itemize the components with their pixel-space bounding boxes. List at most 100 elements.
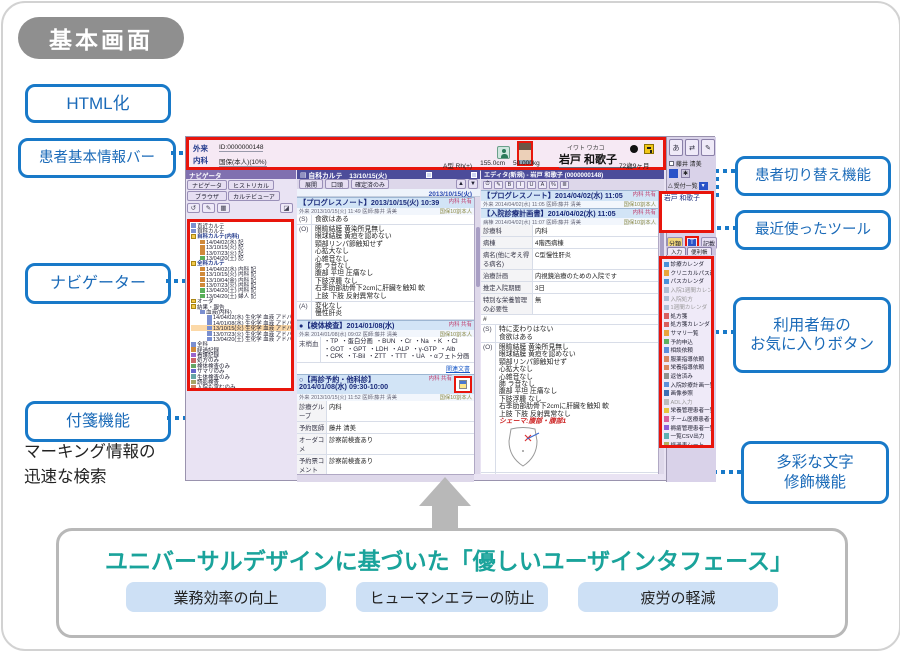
item-icon (191, 358, 196, 363)
related-documents-link[interactable]: 関連文書 (446, 367, 470, 373)
favorite-tool-item[interactable]: 入院診療計画一覧 (662, 380, 711, 389)
favorite-tool-item[interactable]: 栄養管理患者一覧 (662, 406, 711, 415)
assessment-block: 変化なし 慢性肝炎 (496, 473, 658, 474)
italic-button[interactable]: I (516, 181, 525, 189)
favorite-tool-item[interactable]: 栄養指導依頼 (662, 363, 711, 372)
tab-confirmed-only[interactable]: 確定済のみ (351, 179, 389, 189)
chart-vertical-scrollbar[interactable] (474, 197, 480, 474)
favorite-tool-item-label: 診療カレンダ (671, 260, 705, 268)
tab-browser[interactable]: ブラウザ (187, 191, 227, 201)
lab-test-item: ・Na (414, 338, 428, 345)
soap-s-text: 食欲はある (312, 215, 474, 224)
visit-type-label: 外来 (193, 143, 208, 154)
favorite-tool-item[interactable]: 返信済み (662, 372, 711, 381)
favorite-tool-item-label: 処方箋カレンダ (671, 320, 710, 328)
tab-karte-viewer[interactable]: カルテビューア (228, 191, 280, 201)
favorite-tool-item[interactable]: ADL入力 (662, 398, 711, 407)
item-icon (191, 369, 196, 374)
corner-fold-icon[interactable]: ◪ (280, 203, 293, 213)
lab-test-item: ・LDH (369, 346, 388, 353)
favorite-tool-item-label: 処方箋 (671, 312, 688, 320)
checkbox[interactable] (669, 161, 674, 166)
navigator-tree-item[interactable]: 行動制限のみ (191, 390, 291, 391)
favorite-tool-item[interactable]: 処方箋カレンダ (662, 320, 711, 329)
gear-icon[interactable]: ✱ (681, 169, 690, 178)
dotted-connector (166, 279, 185, 283)
lab-test-item: ・αフェト分画 (428, 353, 469, 360)
lab-test-item: ・GPT (347, 346, 366, 353)
favorite-tool-item[interactable]: クリニカルパス適用 (662, 269, 711, 278)
favorite-tool-item[interactable]: 服薬指導依頼 (662, 355, 711, 364)
underline-button[interactable]: U (527, 181, 536, 189)
favorite-tool-item[interactable]: チーム医療患者一覧 (662, 415, 711, 424)
entry-header[interactable]: ○【再診予約・他科診】 2014/01/08(水) 09:30-10:00 内科… (297, 374, 474, 394)
favorite-tool-item-label: 経過表シート (671, 441, 705, 448)
sticky-note-icon[interactable] (459, 380, 467, 389)
entry-header[interactable]: 【プログレスノート】2013/10/15(火) 10:39 内科 共有 (297, 197, 474, 208)
favorite-tool-item[interactable]: 予約申込 (662, 337, 711, 346)
zoom-button[interactable]: % (549, 181, 558, 189)
folder-icon (191, 261, 196, 266)
up-arrow-icon (419, 477, 471, 506)
care-plan-field: 診療科内科 (481, 225, 658, 237)
dotted-connector (715, 330, 733, 334)
tab-verbal[interactable]: 口頭 (325, 179, 349, 189)
patient-profile-icon[interactable] (497, 146, 510, 159)
favorite-tool-item[interactable]: 診療カレンダ (662, 260, 711, 269)
favorite-tool-item[interactable]: 経過表シート (662, 440, 711, 448)
panel-control-icon[interactable] (471, 172, 477, 178)
bold-button[interactable]: B (505, 181, 514, 189)
tab-navigator[interactable]: ナビゲータ (187, 180, 227, 190)
switch-icon[interactable]: ⇄ (685, 139, 699, 156)
favorite-tool-item[interactable]: パスカレンダ (662, 277, 711, 286)
item-icon (664, 262, 670, 268)
grid-icon[interactable]: ▦ (217, 203, 230, 213)
history-icon[interactable]: ⏱ (483, 181, 492, 189)
tab-expand[interactable]: 展開 (299, 179, 323, 189)
favorite-tool-item[interactable]: 相談依頼 (662, 346, 711, 355)
edit-icon[interactable]: ✎ (494, 181, 503, 189)
editor-content[interactable]: 【プログレスノート】2014/04/02(水) 11:05 内科 共有 外来 2… (481, 190, 658, 474)
favorite-tool-item-label: サマリ一覧 (671, 329, 699, 337)
department-label: 内科 (193, 155, 208, 166)
menu-icon[interactable]: ≣ (560, 181, 569, 189)
favorite-tool-item[interactable]: 画像参照 (662, 389, 711, 398)
refresh-icon[interactable]: ↺ (187, 203, 200, 213)
tab-input[interactable]: 入力 (667, 247, 686, 255)
exam-finding-line: 右季肋部肋骨下2cmに肝臓を触知 軟 (499, 403, 658, 410)
app-icon[interactable] (669, 169, 678, 178)
up-arrow-stem (432, 505, 458, 530)
favorite-tool-item[interactable]: サマリ一覧 (662, 329, 711, 338)
chevron-down-icon[interactable]: ▼ (699, 182, 708, 190)
entry-meta-right: 国保10割本人 (624, 200, 656, 208)
panel-control-icon[interactable] (426, 172, 432, 178)
favorites-list: 診療カレンダクリニカルパス適用パスカレンダ入院1週間カレンダ入院処方1週間カレン… (659, 256, 714, 448)
favorite-tool-item[interactable]: 一覧CSV出力 (662, 432, 711, 441)
entry-meta-right: 国保10割本人 (440, 393, 472, 401)
entry-header[interactable]: ●【検体検査】2014/01/08(水) 内科 共有 (297, 320, 474, 331)
soap-s-label: (S) (297, 215, 312, 224)
item-icon (664, 347, 670, 353)
reception-list-row: △ 受付一覧 ▼ (668, 181, 708, 190)
summary-heading: ユニバーサルデザインに基づいた「優しいユーザインタフェース」 (56, 542, 842, 576)
favorite-tool-item[interactable]: 1週間カレンダ (662, 303, 711, 312)
favorite-tool-item-label: 入院診療計画一覧 (671, 381, 715, 389)
tab-handy[interactable]: 便利帳 (687, 247, 712, 255)
edit-icon[interactable]: ✎ (202, 203, 215, 213)
document-icon: ▤ (300, 171, 306, 179)
favorite-tool-item[interactable]: 処方箋 (662, 312, 711, 321)
text-input-icon[interactable]: あ (669, 139, 683, 156)
favorite-tool-item[interactable]: 入院1週間カレンダ (662, 286, 711, 295)
lab-test-item: ・Cr (398, 338, 411, 345)
item-icon (191, 364, 196, 369)
favorite-tool-item[interactable]: 入院処方 (662, 294, 711, 303)
care-plan-field-value: C型慢性肝炎 (533, 249, 573, 269)
favorite-tool-item[interactable]: 褥瘡管理患者一覧 (662, 423, 711, 432)
exam-finding-line: 右季肋部肋骨下2cmに肝臓を触知 軟 (315, 285, 474, 292)
tab-historical[interactable]: ヒストリカル (228, 180, 274, 190)
edit-icon[interactable]: ✎ (701, 139, 715, 156)
font-color-button[interactable]: A (538, 181, 547, 189)
sidebar-tabs: 入力 便利帳 (666, 246, 716, 255)
patient-list-item[interactable]: 岩戸 和歌子 (664, 195, 709, 202)
soap-o-label: (O) (481, 343, 496, 472)
